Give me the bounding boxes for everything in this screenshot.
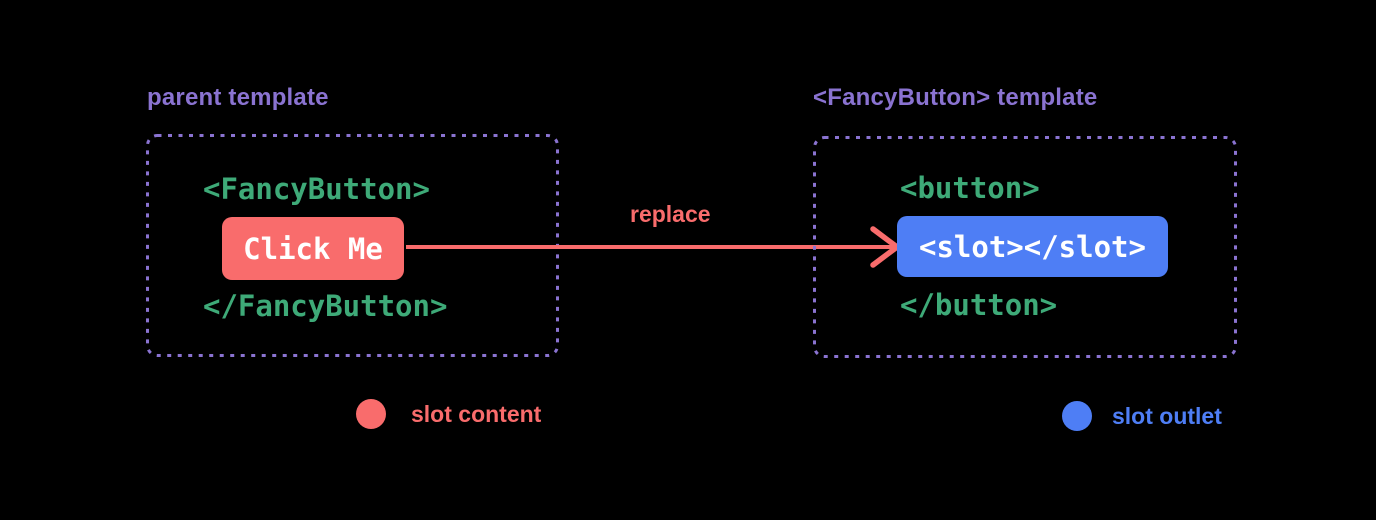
slot-outlet-button: <slot></slot> [897,216,1168,277]
fancybutton-template-title: <FancyButton> template [813,84,1098,111]
parent-template-title: parent template [147,84,329,111]
button-close-tag: </button> [900,288,1058,322]
slot-content-label: slot content [411,401,542,427]
slot-outlet-label: slot outlet [1112,403,1222,429]
fancybutton-close-tag: </FancyButton> [203,289,448,323]
button-open-tag: <button> [900,171,1040,205]
replace-label: replace [630,201,711,227]
fancybutton-template-box [813,136,1237,358]
fancybutton-open-tag: <FancyButton> [203,172,430,206]
click-me-button: Click Me [222,217,404,280]
slot-content-dot-icon [356,399,386,429]
slot-outlet-dot-icon [1062,401,1092,431]
